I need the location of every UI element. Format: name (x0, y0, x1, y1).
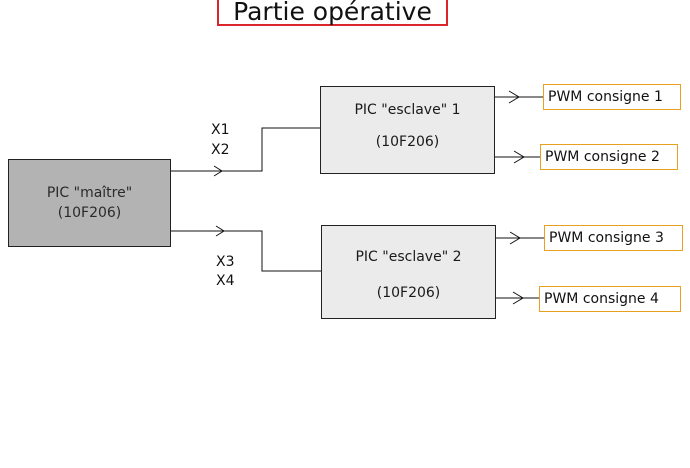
arrow-out-2 (513, 150, 525, 164)
output-pwm-2: PWM consigne 2 (540, 144, 678, 170)
slave-pic-1-block: PIC "esclave" 1 (10F206) (320, 86, 495, 174)
master-pic-label: PIC "maître" (46, 185, 133, 201)
master-pic-block: PIC "maître" (10F206) (8, 159, 171, 247)
title-frame: Partie opérative (217, 0, 448, 26)
slave-pic-2-ref: (10F206) (376, 285, 441, 301)
output-pwm-4: PWM consigne 4 (539, 286, 681, 312)
signal-label-x4: X4 (216, 273, 235, 289)
signal-label-x2: X2 (211, 142, 230, 158)
master-pic-ref: (10F206) (57, 205, 122, 221)
arrow-out-4 (512, 291, 524, 305)
arrow-out-1 (508, 90, 520, 104)
signal-label-x3: X3 (216, 254, 235, 270)
slave-pic-1-label: PIC "esclave" 1 (354, 102, 461, 118)
signal-label-x1: X1 (211, 122, 230, 138)
arrow-out-3 (509, 231, 521, 245)
output-pwm-1: PWM consigne 1 (543, 84, 681, 110)
diagram-title: Partie opérative (233, 0, 432, 26)
wire-x1-x2 (171, 127, 320, 172)
arrow-x3-x4 (215, 225, 225, 237)
output-pwm-3: PWM consigne 3 (544, 225, 683, 251)
wire-x3-x4 (171, 230, 321, 272)
arrow-x1-x2 (213, 165, 223, 177)
slave-pic-1-ref: (10F206) (375, 134, 440, 150)
slave-pic-2-label: PIC "esclave" 2 (355, 249, 462, 265)
slave-pic-2-block: PIC "esclave" 2 (10F206) (321, 225, 496, 319)
